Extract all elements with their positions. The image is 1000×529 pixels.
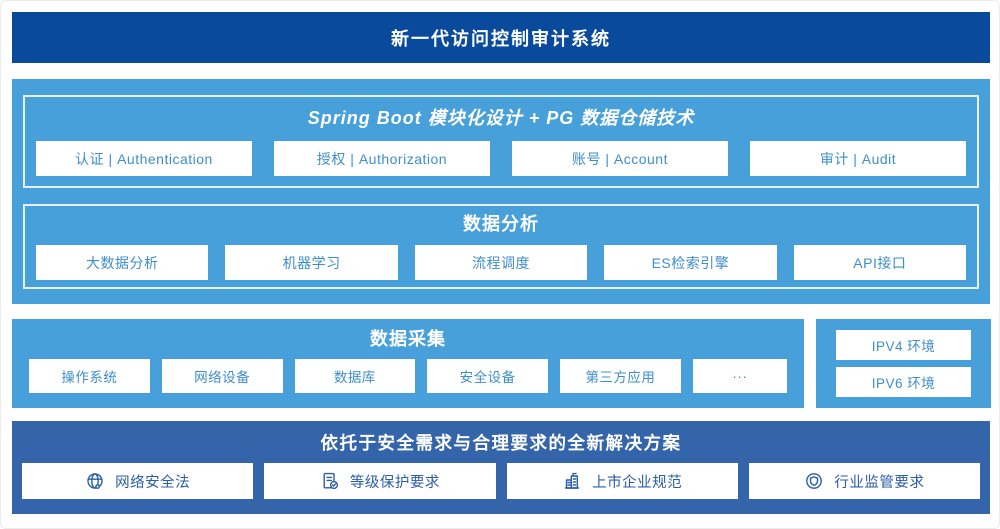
ipv6-env-box: IPV6 环境 (836, 367, 971, 397)
solution-section-title: 依托于安全需求与合理要求的全新解决方案 (320, 433, 682, 453)
analysis-api: API接口 (793, 245, 967, 280)
solution-label: 上市企业规范 (592, 474, 683, 491)
collection-database: 数据库 (294, 359, 416, 393)
modules-section: Spring Boot 模块化设计 + PG 数据仓储技术 认证 | Authe… (23, 95, 979, 188)
solution-section: 依托于安全需求与合理要求的全新解决方案 网络安全法 (12, 421, 990, 514)
analysis-bigdata: 大数据分析 (36, 245, 209, 280)
network-env-section: IPV4 环境 IPV6 环境 (816, 319, 991, 408)
solution-industry-regulation: 行业监管要求 (748, 463, 980, 499)
platform-container: Spring Boot 模块化设计 + PG 数据仓储技术 认证 | Authe… (12, 79, 990, 304)
collection-section-title: 数据采集 (370, 329, 446, 349)
analysis-workflow: 流程调度 (414, 245, 588, 280)
collection-section: 数据采集 操作系统 网络设备 数据库 安全设备 第三方应用 ··· (12, 319, 804, 408)
solution-label: 等级保护要求 (349, 474, 440, 491)
modules-row: 认证 | Authentication 授权 | Authorization 账… (36, 141, 966, 176)
module-account: 账号 | Account (512, 141, 728, 176)
analysis-row: 大数据分析 机器学习 流程调度 ES检索引擎 API接口 (36, 245, 967, 280)
collection-security-device: 安全设备 (427, 359, 549, 393)
collection-row: 操作系统 网络设备 数据库 安全设备 第三方应用 ··· (29, 359, 788, 393)
globe-icon (85, 471, 105, 491)
solution-row: 网络安全法 等级保护要求 (22, 463, 980, 499)
ipv4-env-box: IPV4 环境 (836, 330, 971, 360)
shield-badge-icon (804, 471, 824, 491)
analysis-machine-learning: 机器学习 (225, 245, 398, 280)
building-icon (562, 471, 582, 491)
collection-third-party: 第三方应用 (560, 359, 681, 393)
solution-listed-company: 上市企业规范 (506, 463, 738, 499)
solution-label: 行业监管要求 (834, 474, 925, 491)
analysis-section-title: 数据分析 (463, 214, 539, 234)
page-title: 新一代访问控制审计系统 (12, 12, 990, 63)
collection-os: 操作系统 (29, 359, 150, 393)
analysis-es-search: ES检索引擎 (604, 245, 777, 280)
collection-more: ··· (692, 359, 788, 393)
collection-network-device: 网络设备 (161, 359, 283, 393)
solution-label: 网络安全法 (115, 474, 191, 491)
solution-cybersecurity-law: 网络安全法 (22, 463, 254, 499)
analysis-section: 数据分析 大数据分析 机器学习 流程调度 ES检索引擎 API接口 (23, 204, 979, 289)
solution-classified-protection: 等级保护要求 (264, 463, 496, 499)
modules-section-title: Spring Boot 模块化设计 + PG 数据仓储技术 (307, 108, 695, 128)
module-authentication: 认证 | Authentication (36, 141, 252, 176)
module-audit: 审计 | Audit (750, 141, 966, 176)
document-check-icon (320, 471, 340, 491)
module-authorization: 授权 | Authorization (274, 141, 490, 176)
